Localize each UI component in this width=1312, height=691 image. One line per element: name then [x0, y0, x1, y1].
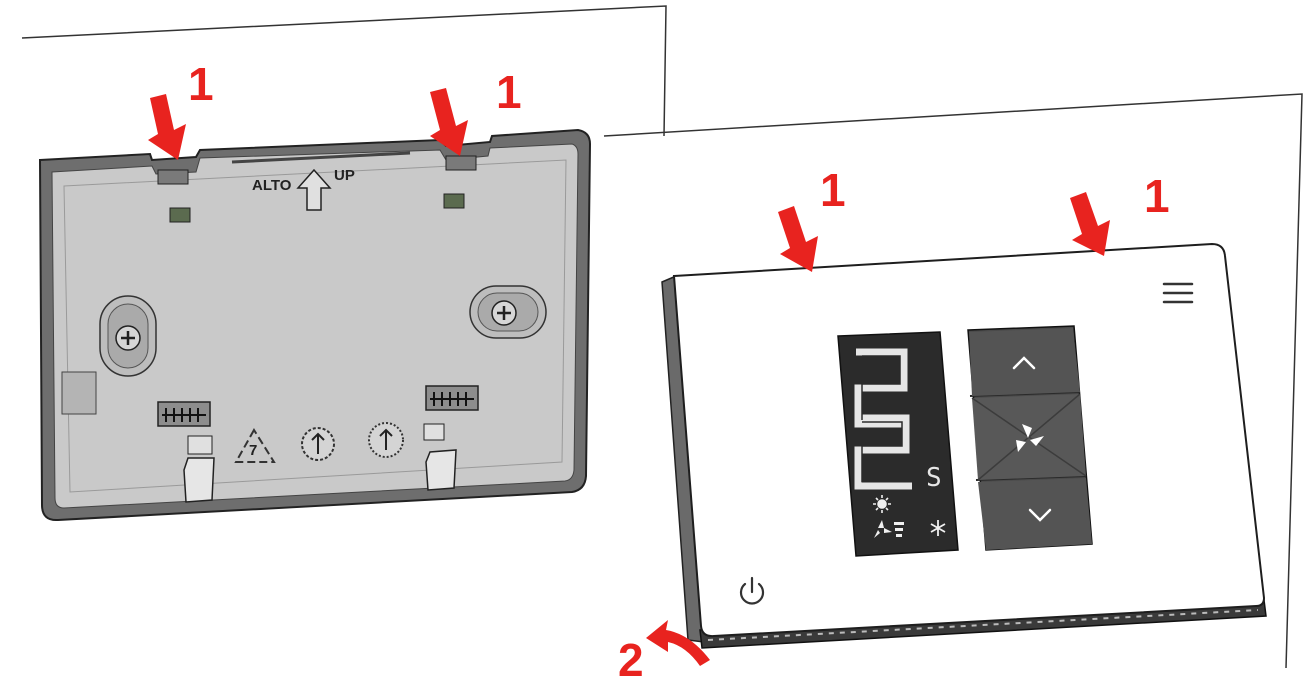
plate-label-alto: ALTO: [252, 177, 292, 194]
step-label-device-left: 1: [820, 164, 846, 216]
plate-clip-left: [157, 169, 189, 185]
fan-icon: [1016, 424, 1044, 452]
fan-button[interactable]: [971, 393, 1087, 481]
chevron-up-icon: [1012, 356, 1036, 370]
wall-outline-left: [21, 5, 667, 137]
wall-outline-right: [603, 93, 1303, 669]
up-button[interactable]: [969, 328, 1080, 396]
step-label-device-right: 1: [1144, 170, 1170, 222]
chevron-down-icon: [1028, 508, 1052, 522]
recycle-code: 7: [249, 442, 257, 459]
fan-mode-icon: [874, 520, 904, 538]
snowflake-icon: [930, 520, 946, 536]
down-button[interactable]: [978, 478, 1092, 550]
control-button-panel: [967, 325, 1093, 551]
screw-slot-left: [99, 295, 157, 377]
plate-label-up: UP: [334, 167, 355, 184]
step-label-plate-right: 1: [496, 66, 522, 118]
arrow-step-1-plate-right: [430, 88, 468, 156]
mounting-plate: ALTO UP: [38, 128, 592, 522]
plate-up-arrow-icon: [296, 168, 332, 211]
step-label-plate-left: 1: [188, 58, 214, 110]
arrow-step-1-device-right: [1070, 192, 1110, 256]
hamburger-menu-icon[interactable]: [1162, 282, 1194, 304]
arrow-step-2-tilt: [646, 620, 710, 666]
step-label-tilt: 2: [618, 634, 644, 686]
material-marking-left: [301, 427, 335, 461]
plate-clip-right: [445, 155, 477, 171]
power-icon[interactable]: [739, 576, 765, 605]
thermostat-device: S: [661, 242, 1267, 649]
material-marking-right: [368, 422, 404, 458]
arrow-step-1-device-left: [778, 206, 818, 272]
recycle-icon: 7: [234, 428, 276, 463]
screw-slot-right: [469, 285, 547, 339]
connector-left: [157, 401, 211, 427]
temperature-display: S: [837, 331, 959, 557]
display-subscript: S: [926, 463, 942, 493]
connector-right: [425, 385, 479, 411]
sun-icon: [873, 495, 891, 513]
arrow-step-1-plate-left: [148, 94, 186, 160]
